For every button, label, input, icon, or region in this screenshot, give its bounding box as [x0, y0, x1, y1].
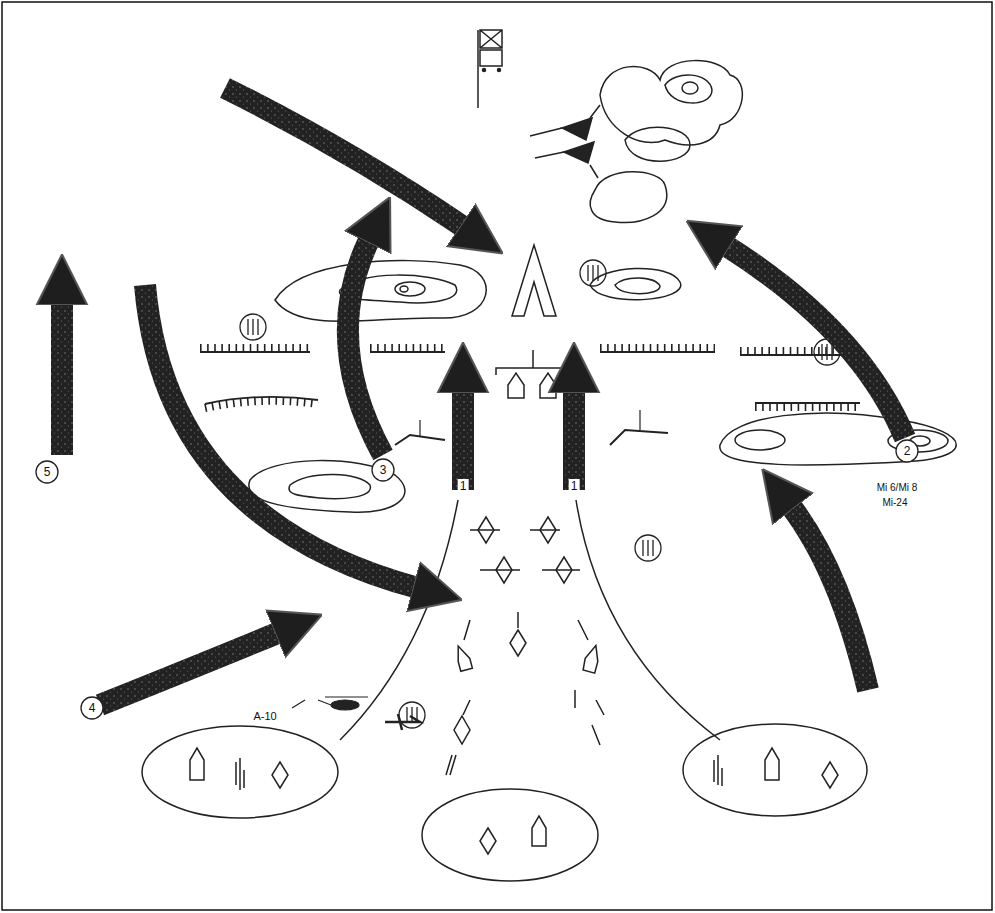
callout-number: 1: [458, 479, 469, 493]
terrain-contours: [249, 61, 956, 513]
callout-number: 5: [44, 466, 51, 478]
aircraft-label: Mi-24: [880, 497, 909, 509]
callout-number: 4: [89, 702, 96, 714]
unit-symbols: [142, 30, 867, 881]
enemy-helicopters: [530, 105, 600, 178]
defence-lines: [200, 348, 862, 445]
callout-number: 2: [904, 445, 911, 457]
aircraft-icons: [292, 697, 420, 730]
callout-number: 3: [380, 464, 387, 476]
aircraft-label: A-10: [251, 710, 278, 723]
attack-arrows: [62, 88, 905, 705]
callout-number: 1: [569, 479, 580, 493]
callout-circle: [36, 440, 918, 719]
aircraft-label: Mi 6/Mi 8: [875, 482, 920, 494]
helicopter-unit-symbol: [240, 260, 840, 728]
